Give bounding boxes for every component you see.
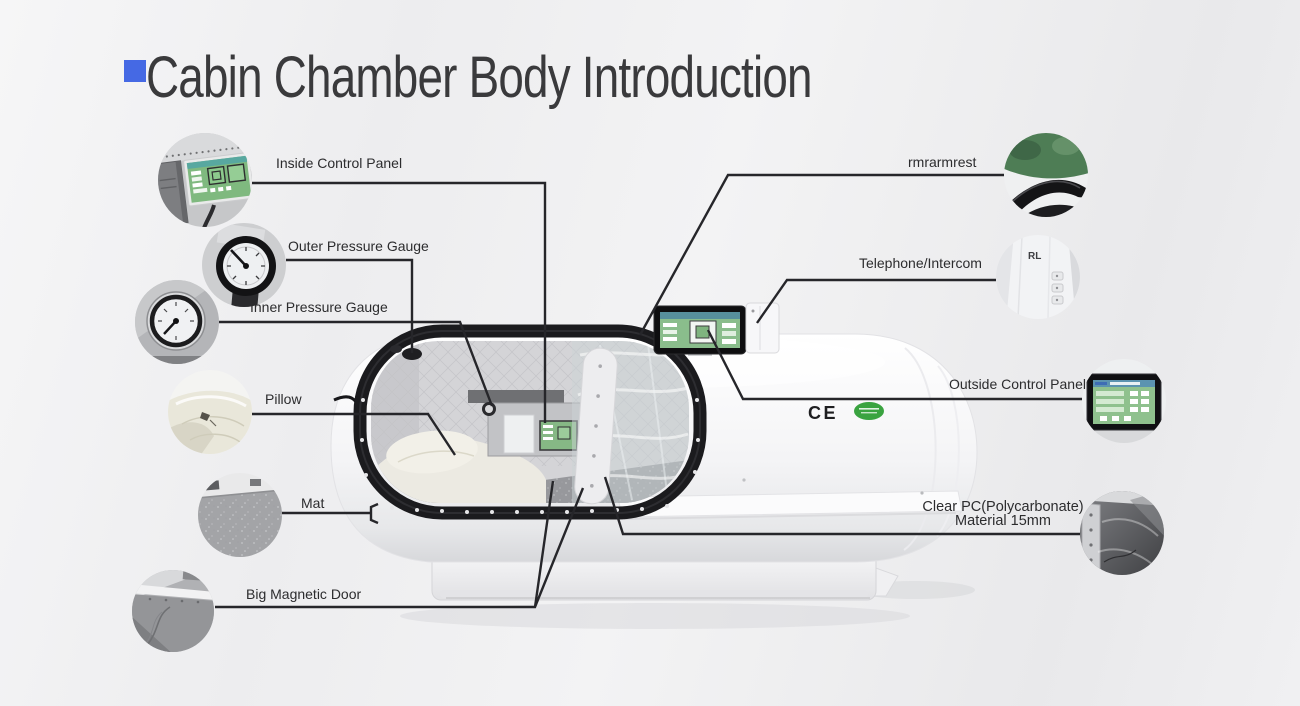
inset-photo-mat [198, 473, 282, 557]
callout-label-outer-pressure-gauge: Outer Pressure Gauge [288, 238, 429, 254]
chamber-door-ring [353, 324, 707, 520]
door-flange-band [574, 347, 618, 505]
callout-label-armrest: rmrarmrest [908, 154, 977, 170]
callout-label-big-magnetic-door: Big Magnetic Door [246, 586, 362, 602]
floor-shadow [400, 603, 910, 629]
top-control-display [653, 305, 747, 356]
intercom-brand-logo: RL [1028, 251, 1041, 262]
cabin-interior [371, 341, 689, 503]
title-bullet-square [124, 60, 146, 82]
inset-photo-outer-pressure-gauge [202, 223, 286, 307]
inset-photo-outside-control-panel [1082, 359, 1166, 443]
callout-label-inside-control-panel: Inside Control Panel [276, 155, 402, 171]
callout-label-pillow: Pillow [265, 391, 302, 407]
callout-line-telephone [756, 278, 996, 324]
callout-line-inner-pressure-gauge [219, 320, 494, 407]
callout-labels: Inside Control Panel Outer Pressure Gaug… [246, 154, 1086, 602]
inset-photo-inside-control-panel [158, 133, 252, 227]
callout-line-big-magnetic-door [215, 480, 585, 609]
callout-line-mat-bracket [369, 502, 379, 525]
callout-label-telephone-intercom: Telephone/Intercom [859, 255, 982, 271]
callout-line-pillow [252, 412, 457, 456]
inset-photo-telephone-intercom: RL [996, 235, 1080, 319]
green-badge [854, 402, 884, 420]
title-row: Cabin Chamber Body Introduction [0, 0, 1300, 120]
inset-photo-armrest [1004, 133, 1088, 217]
callout-line-inside-control-panel [252, 181, 547, 423]
inset-photo-pillow [168, 370, 252, 454]
inset-photo-inner-pressure-gauge [135, 280, 219, 364]
inside-control-panel-display [468, 390, 582, 457]
callout-label-inner-pressure-gauge: Inner Pressure Gauge [250, 299, 388, 315]
hyperbaric-chamber-illustration: CE [330, 302, 978, 629]
ce-mark: CE [808, 403, 838, 423]
inset-photo-clear-pc [1080, 491, 1164, 575]
callout-label-outside-control-panel: Outside Control Panel [949, 376, 1086, 392]
callout-label-clear-pc-line2: Material 15mm [955, 513, 1051, 529]
callout-lines [215, 173, 1082, 609]
inset-photo-big-magnetic-door [132, 570, 214, 652]
page-title: Cabin Chamber Body Introduction [146, 45, 813, 110]
cap-seam-2 [936, 365, 960, 537]
door-hinge-knob-2 [390, 345, 402, 353]
intercom-box [745, 302, 780, 354]
callout-line-outside-control-panel [706, 329, 1082, 401]
callout-label-clear-pc-line1: Clear PC(Polycarbonate) [922, 499, 1083, 515]
callout-label-mat: Mat [301, 495, 324, 511]
door-hinge-knob [402, 348, 422, 360]
ring-bolts [360, 398, 700, 514]
callout-line-clear-pc [603, 476, 1080, 536]
callout-line-armrest [638, 173, 1004, 336]
